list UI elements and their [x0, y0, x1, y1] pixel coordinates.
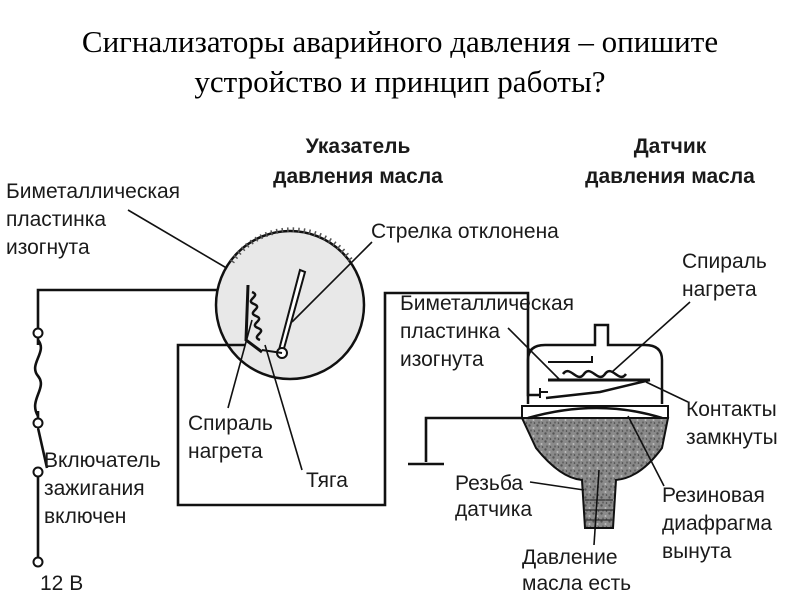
- label-bimetal-gauge-2: пластинка: [6, 208, 106, 231]
- fuse-icon: [33, 339, 43, 417]
- slide-title-line-2: устройство и принцип работы?: [194, 64, 606, 99]
- pressure-gauge: [214, 227, 366, 381]
- heater-spiral-gauge: [249, 290, 263, 342]
- label-spiral-sensor-2: нагрета: [682, 278, 757, 301]
- label-thread-1: Резьба: [455, 472, 523, 495]
- label-diaphragm-3: вынута: [662, 540, 732, 563]
- pressure-sensor: [520, 323, 670, 529]
- label-contacts-2: замкнуты: [686, 426, 778, 449]
- label-bimetal-sensor-1: Биметаллическая: [400, 292, 574, 315]
- rubber-diaphragm: [527, 406, 663, 420]
- label-switch-1: Включатель: [44, 449, 161, 472]
- label-needle: Стрелка отклонена: [371, 220, 559, 243]
- label-spiral-gauge-2: нагрета: [188, 440, 263, 463]
- switch-terminal: [32, 466, 44, 478]
- slide-title: Сигнализаторы аварийного давления – опиш…: [0, 22, 800, 102]
- gauge-scale: [229, 227, 355, 264]
- label-bimetal-gauge-1: Биметаллическая: [6, 180, 180, 203]
- label-switch-3: включен: [44, 505, 126, 528]
- label-bimetal-gauge-3: изогнута: [6, 236, 90, 259]
- label-bimetal-sensor-2: пластинка: [400, 320, 500, 343]
- sensor-header-line-1: Датчик: [634, 135, 707, 158]
- sensor-body-oil-chamber: [520, 417, 670, 529]
- heater-spiral-sensor: [561, 369, 628, 379]
- ignition-switch-icon: [36, 427, 49, 469]
- label-thread-2: датчика: [455, 498, 532, 521]
- label-diaphragm-2: диафрагма: [662, 512, 772, 535]
- label-spiral-sensor-1: Спираль: [682, 250, 767, 273]
- battery-terminal: [32, 556, 44, 568]
- sensor-housing: [526, 323, 664, 404]
- label-switch-2: зажигания: [44, 477, 145, 500]
- label-spiral-gauge-1: Спираль: [188, 412, 273, 435]
- gauge-header-line-1: Указатель: [306, 135, 411, 158]
- label-diaphragm-1: Резиновая: [662, 484, 765, 507]
- label-contacts-1: Контакты: [686, 398, 777, 421]
- sensor-header-line-2: давления масла: [585, 165, 755, 188]
- slide-title-line-1: Сигнализаторы аварийного давления – опиш…: [81, 24, 719, 59]
- label-rod: Тяга: [306, 469, 348, 492]
- label-pressure-2: масла есть: [522, 572, 631, 595]
- label-voltage: 12 В: [40, 572, 83, 595]
- fuse-terminal-bottom: [32, 417, 44, 429]
- label-pressure-1: Давление: [522, 546, 618, 569]
- gauge-header-line-2: давления масла: [273, 165, 443, 188]
- contacts: [545, 378, 651, 400]
- ground-icon: [408, 416, 525, 466]
- fuse-terminal-top: [32, 327, 44, 339]
- label-bimetal-sensor-3: изогнута: [400, 348, 484, 371]
- power-circuit: [32, 288, 245, 568]
